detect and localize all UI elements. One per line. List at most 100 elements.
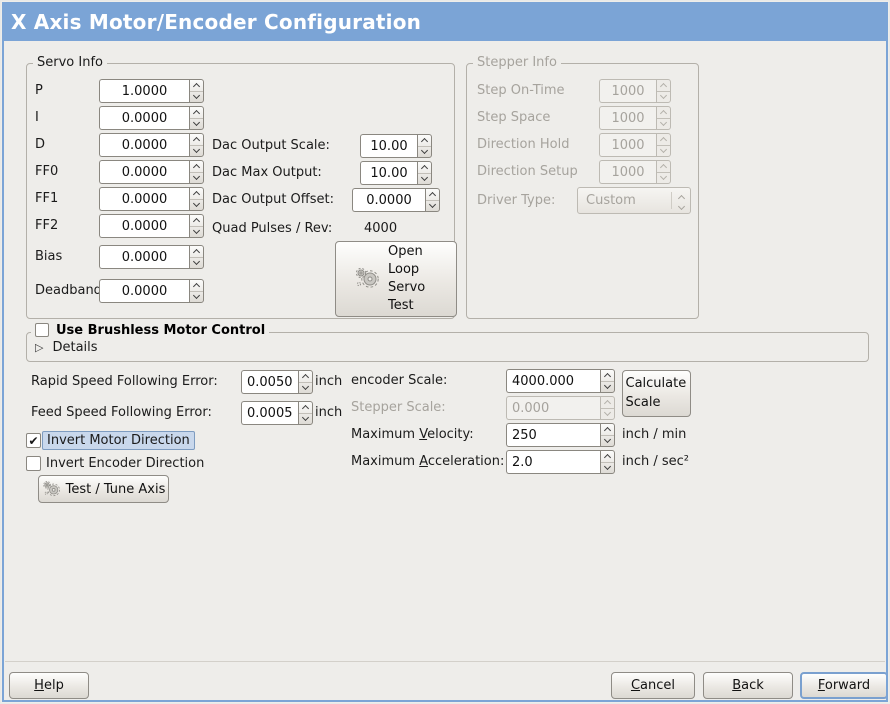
chevron-down-icon [603, 435, 612, 443]
spin-up-button[interactable] [190, 246, 203, 257]
d-input[interactable] [99, 133, 189, 157]
p-input[interactable] [99, 79, 189, 103]
details-expander[interactable]: ▷ Details [35, 340, 98, 356]
rapid-following-error-unit: inch [315, 374, 343, 389]
invert-encoder-checkbox[interactable] [26, 456, 41, 471]
spin-down-button[interactable] [190, 256, 203, 269]
spin-up-button[interactable] [190, 134, 203, 145]
encoder-scale-input[interactable] [506, 369, 600, 393]
spin-up-button[interactable] [190, 215, 203, 226]
direction-setup-spinbox [599, 160, 671, 184]
chevron-down-icon [659, 118, 668, 126]
spin-down-button[interactable] [190, 290, 203, 303]
spin-down-button[interactable] [190, 198, 203, 211]
chevron-down-icon [603, 381, 612, 389]
dac-output-scale-label: Dac Output Scale: [212, 138, 330, 153]
invert-encoder-label[interactable]: Invert Encoder Direction [46, 456, 205, 471]
chevron-up-icon [192, 137, 201, 145]
chevron-up-icon [301, 374, 310, 382]
cancel-label: Cancel [630, 678, 676, 693]
max-velocity-spinbox [506, 423, 615, 447]
chevron-down-icon [192, 291, 201, 299]
quad-pulses-value: 4000 [364, 221, 398, 236]
ff0-input[interactable] [99, 160, 189, 184]
spin-up-button[interactable] [190, 161, 203, 172]
servo-info-frame: Servo Info P I D FF0 FF1 FF2 Bias Deadba… [26, 55, 457, 319]
brushless-label[interactable]: Use Brushless Motor Control [56, 323, 266, 338]
spin-up-button[interactable] [299, 371, 312, 382]
ff1-input[interactable] [99, 187, 189, 211]
spin-down-button[interactable] [418, 172, 431, 185]
step-on-time-label: Step On-Time [477, 83, 565, 98]
dac-output-scale-input[interactable] [360, 134, 417, 158]
ff2-spinbox [99, 214, 204, 238]
spin-down-button[interactable] [190, 144, 203, 157]
spin-up-button[interactable] [601, 424, 614, 435]
spin-up-button[interactable] [418, 162, 431, 173]
spin-down-button[interactable] [190, 225, 203, 238]
max-acceleration-input[interactable] [506, 450, 600, 474]
spin-down-button[interactable] [190, 90, 203, 103]
spin-down-button[interactable] [601, 380, 614, 393]
invert-motor-checkbox[interactable]: ✔ [26, 433, 41, 448]
spin-up-button[interactable] [601, 451, 614, 462]
ff2-input[interactable] [99, 214, 189, 238]
deadband-input[interactable] [99, 279, 189, 303]
spin-up-button[interactable] [299, 402, 312, 413]
dac-max-output-input[interactable] [360, 161, 417, 185]
spin-down-button[interactable] [299, 381, 312, 394]
max-acceleration-unit: inch / sec² [622, 454, 690, 469]
expander-arrow-icon: ▷ [35, 341, 44, 354]
chevron-up-icon [603, 427, 612, 435]
spin-down-button[interactable] [190, 171, 203, 184]
calculate-scale-button[interactable]: Calculate Scale [622, 370, 691, 417]
open-loop-servo-test-label: Open Loop Servo Test [388, 244, 426, 313]
stepper-scale-label: Stepper Scale: [351, 400, 446, 415]
spin-up-button[interactable] [190, 107, 203, 118]
forward-button[interactable]: Forward [800, 672, 888, 699]
chevron-up-icon [192, 191, 201, 199]
driver-type-label: Driver Type: [477, 193, 556, 208]
spin-up-button [657, 107, 670, 118]
spin-down-button[interactable] [601, 461, 614, 474]
p-spinbox [99, 79, 204, 103]
back-button[interactable]: Back [703, 672, 793, 699]
spin-down-button[interactable] [299, 412, 312, 425]
servo-field-label: Deadband [35, 283, 102, 298]
spin-up-button[interactable] [418, 135, 431, 146]
stepper-info-title: Stepper Info [473, 55, 561, 71]
spin-down-button [657, 90, 670, 103]
spin-down-button[interactable] [190, 117, 203, 130]
spin-down-button[interactable] [426, 199, 439, 212]
spin-up-button[interactable] [190, 80, 203, 91]
open-loop-servo-test-button[interactable]: Open Loop Servo Test [335, 241, 457, 317]
spin-down-button[interactable] [601, 434, 614, 447]
servo-field-label: FF0 [35, 164, 59, 179]
spin-up-button[interactable] [601, 370, 614, 381]
test-tune-axis-button[interactable]: Test / Tune Axis [38, 475, 169, 503]
rapid-following-error-input[interactable] [241, 370, 298, 394]
chevron-up-icon [192, 283, 201, 291]
direction-setup-input [599, 160, 656, 184]
spin-up-button[interactable] [426, 189, 439, 200]
feed-following-error-label: Feed Speed Following Error: [31, 405, 212, 420]
spin-down-button[interactable] [418, 145, 431, 158]
i-input[interactable] [99, 106, 189, 130]
feed-following-error-input[interactable] [241, 401, 298, 425]
bias-input[interactable] [99, 245, 189, 269]
cancel-button[interactable]: Cancel [611, 672, 695, 699]
servo-field-label: FF1 [35, 191, 59, 206]
chevron-down-icon [659, 172, 668, 180]
servo-info-title: Servo Info [33, 55, 107, 71]
chevron-up-icon [603, 400, 612, 408]
encoder-scale-label: encoder Scale: [351, 373, 448, 388]
brushless-checkbox[interactable] [35, 323, 49, 337]
help-button[interactable]: Help [9, 672, 89, 699]
chevron-up-icon [192, 83, 201, 91]
spin-up-button[interactable] [190, 188, 203, 199]
dac-output-offset-input[interactable] [352, 188, 425, 212]
invert-motor-label[interactable]: Invert Motor Direction [42, 431, 195, 450]
spin-up-button[interactable] [190, 280, 203, 291]
chevron-up-icon [677, 194, 685, 202]
max-velocity-input[interactable] [506, 423, 600, 447]
